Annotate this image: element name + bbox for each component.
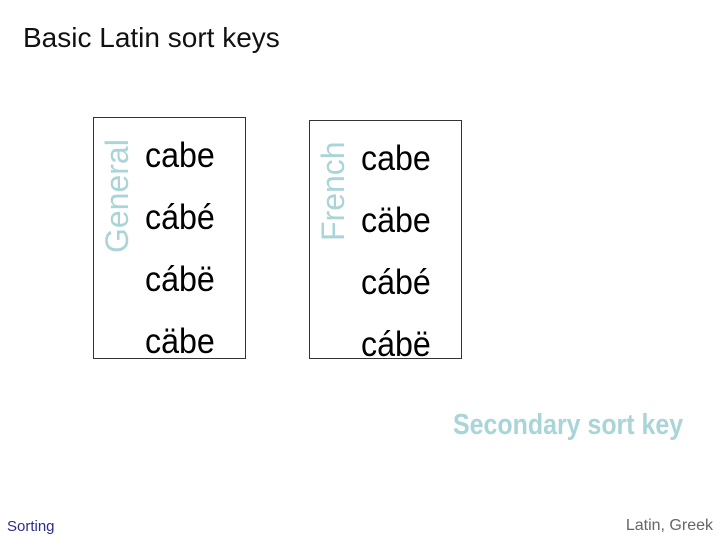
general-word: cabe bbox=[145, 136, 215, 175]
general-sort-box bbox=[93, 117, 246, 359]
french-word-list: cabe cäbe cábé cábë bbox=[361, 128, 437, 376]
footer-section-link[interactable]: Sorting bbox=[7, 518, 55, 535]
general-word: cábë bbox=[145, 260, 215, 299]
general-label: General bbox=[99, 139, 135, 253]
french-label: French bbox=[315, 141, 351, 241]
french-word: cabe bbox=[361, 139, 431, 178]
footer-topic: Latin, Greek bbox=[625, 517, 713, 534]
general-word-list: cabe cábé cábë cäbe bbox=[145, 125, 221, 373]
french-word: cäbe bbox=[361, 201, 431, 240]
secondary-sort-key-note: Secondary sort key bbox=[453, 409, 684, 441]
french-sort-box bbox=[309, 120, 462, 359]
french-word: cábé bbox=[361, 263, 431, 302]
general-word: cábé bbox=[145, 198, 215, 237]
general-word: cäbe bbox=[145, 322, 215, 361]
slide-title: Basic Latin sort keys bbox=[23, 22, 280, 53]
french-word: cábë bbox=[361, 325, 431, 364]
